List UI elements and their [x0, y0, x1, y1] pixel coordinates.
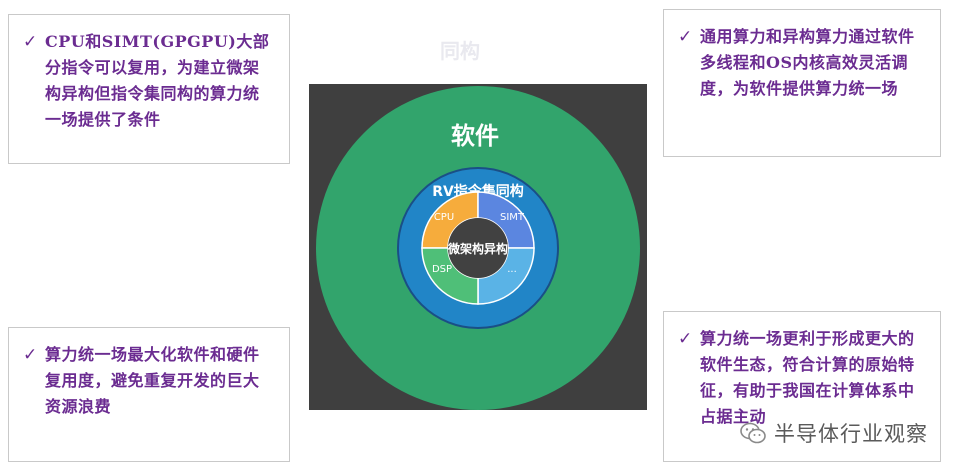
- microarch-segments: CPU SIMT... DSP: [421, 191, 535, 305]
- watermark: 半导体行业观察: [740, 418, 928, 448]
- segment-label: CPU: [434, 212, 454, 223]
- note-bottom-right: ✓ 算力统一场更利于形成更大的软件生态，符合计算的原始特征，有助于我国在计算体系…: [663, 311, 941, 462]
- note-top-right-text: 通用算力和异构算力通过软件多线程和OS内核高效灵活调度，为软件提供算力统一场: [700, 27, 915, 98]
- note-bottom-left-text: 算力统一场最大化软件和硬件复用度，避免重复开发的巨大资源浪费: [45, 345, 260, 416]
- check-icon: ✓: [23, 345, 38, 365]
- note-bottom-right-text: 算力统一场更利于形成更大的软件生态，符合计算的原始特征，有助于我国在计算体系中占…: [700, 329, 915, 426]
- faded-title: 同构: [440, 39, 480, 63]
- wechat-icon: [740, 422, 766, 444]
- note-top-right: ✓ 通用算力和异构算力通过软件多线程和OS内核高效灵活调度，为软件提供算力统一场: [663, 9, 941, 157]
- check-icon: ✓: [678, 27, 693, 47]
- note-bottom-left: ✓ 算力统一场最大化软件和硬件复用度，避免重复开发的巨大资源浪费: [8, 327, 290, 462]
- center-label: 微架构异构: [447, 241, 508, 256]
- center-hub: [448, 218, 508, 278]
- watermark-text: 半导体行业观察: [774, 422, 928, 446]
- check-icon: ✓: [23, 32, 38, 52]
- segment-label: DSP: [432, 264, 452, 275]
- note-top-left: ✓ CPU和SIMT(GPGPU)大部分指令可以复用，为建立微架构异构但指令集同…: [8, 14, 290, 164]
- note-top-left-text: CPU和SIMT(GPGPU)大部分指令可以复用，为建立微架构异构但指令集同构的…: [45, 32, 270, 129]
- check-icon: ✓: [678, 329, 693, 349]
- segment-label: ...: [507, 264, 517, 275]
- segment-label: SIMT: [500, 212, 525, 223]
- outer-ring-label: 软件: [451, 122, 499, 150]
